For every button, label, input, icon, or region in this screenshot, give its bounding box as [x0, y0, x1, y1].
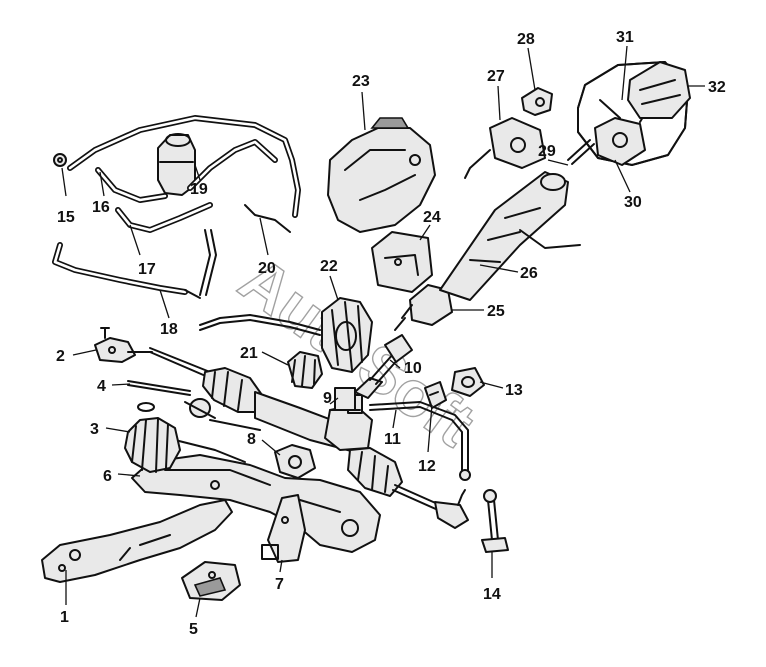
part-column-cover — [327, 117, 436, 233]
leader-lines — [61, 45, 705, 618]
part-combination-switch — [464, 117, 546, 179]
callout-10: 10 — [404, 360, 422, 377]
part-clamp-12 — [424, 381, 447, 409]
part-ignition-cylinder — [521, 87, 553, 116]
part-tie-rod-end-left — [94, 327, 153, 363]
part-rubber-mount — [287, 351, 323, 389]
callout-22: 22 — [320, 258, 338, 275]
part-rack-bushing — [274, 444, 316, 479]
callout-5: 5 — [189, 621, 198, 638]
callout-1: 1 — [60, 609, 69, 626]
part-stabilizer-link — [481, 489, 509, 553]
callout-26: 26 — [520, 265, 538, 282]
callout-12: 12 — [418, 458, 436, 475]
callout-17: 17 — [138, 261, 156, 278]
callout-11: 11 — [384, 431, 401, 448]
part-column-bracket — [371, 231, 433, 293]
callout-19: 19 — [190, 181, 208, 198]
part-cooler-line-20 — [199, 204, 291, 296]
part-supply-hose — [95, 139, 278, 203]
callout-28: 28 — [517, 31, 535, 48]
part-hose-assembly-17 — [115, 202, 213, 233]
callout-24: 24 — [423, 209, 441, 226]
callout-20: 20 — [258, 260, 276, 277]
callout-16: 16 — [92, 199, 110, 216]
part-horn-pad — [627, 61, 691, 119]
part-clamp-13 — [451, 367, 485, 397]
callout-27: 27 — [487, 68, 505, 85]
callout-9: 9 — [323, 390, 332, 407]
part-pressure-hose-18 — [52, 242, 201, 299]
callout-7: 7 — [275, 576, 284, 593]
callout-25: 25 — [487, 303, 505, 320]
callout-8: 8 — [247, 431, 256, 448]
part-inner-tie-rod — [127, 380, 216, 419]
callout-23: 23 — [352, 73, 370, 90]
callout-14: 14 — [483, 586, 501, 603]
callout-6: 6 — [103, 468, 112, 485]
part-intermediate-shaft — [354, 334, 413, 399]
part-return-line — [199, 314, 321, 336]
part-column-shaft-end — [567, 139, 595, 165]
callout-32: 32 — [708, 79, 726, 96]
callout-13: 13 — [505, 382, 523, 399]
part-return-hose — [67, 115, 301, 218]
part-steering-rack — [149, 347, 469, 529]
callout-labels: 1 2 3 4 5 6 7 8 9 10 11 12 13 14 15 16 1… — [56, 29, 726, 638]
part-column-joint — [394, 284, 453, 331]
part-mount-bracket — [181, 561, 241, 601]
callout-4: 4 — [97, 378, 106, 395]
part-bellows-boot — [124, 402, 181, 473]
callout-3: 3 — [90, 421, 99, 438]
part-hose-clip — [53, 153, 67, 167]
callout-30: 30 — [624, 194, 642, 211]
callout-2: 2 — [56, 348, 65, 365]
callout-18: 18 — [160, 321, 178, 338]
part-steering-column — [439, 171, 581, 301]
callout-15: 15 — [57, 209, 75, 226]
part-firewall-boot — [321, 297, 373, 373]
part-pressure-line — [369, 401, 471, 481]
part-pinion-valve — [329, 387, 361, 411]
callout-31: 31 — [616, 29, 634, 46]
callout-21: 21 — [240, 345, 258, 362]
callout-29: 29 — [538, 143, 556, 160]
part-support-bracket — [261, 494, 306, 563]
part-crossmember — [131, 439, 381, 553]
